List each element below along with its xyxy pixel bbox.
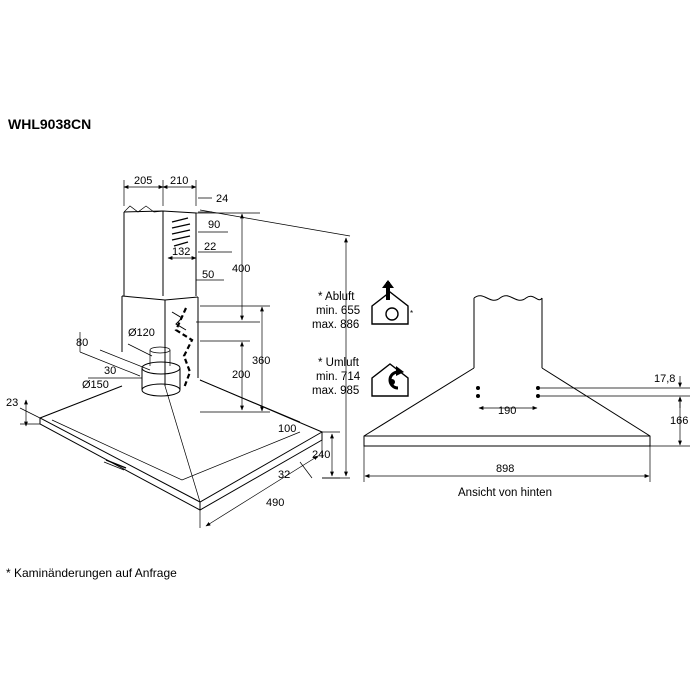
back-dimension-lines: [363, 376, 690, 482]
exhaust-mode-icon: *: [371, 280, 413, 325]
footnote: * Kaminänderungen auf Anfrage: [6, 566, 177, 580]
dim-166: 166: [670, 415, 688, 427]
dim-205: 205: [134, 175, 152, 187]
dim-400: 400: [232, 263, 250, 275]
recirculation-label: * Umluft: [318, 357, 360, 369]
recirculation-mode-icon: [371, 363, 409, 397]
dim-30: 30: [104, 365, 116, 377]
dim-23: 23: [6, 397, 18, 409]
exhaust-max: max. 886: [312, 319, 359, 331]
model-title: WHL9038CN: [8, 116, 92, 132]
exhaust-label: * Abluft: [318, 291, 355, 303]
dim-17-8: 17,8: [654, 373, 675, 385]
dim-120: Ø120: [128, 327, 155, 339]
dim-24: 24: [216, 193, 228, 205]
dim-898: 898: [496, 463, 514, 475]
dim-80: 80: [76, 337, 88, 349]
exhaust-min: min. 655: [316, 305, 360, 317]
dim-200: 200: [232, 369, 250, 381]
dim-90: 90: [208, 219, 220, 231]
cable-path: [174, 307, 194, 389]
recirculation-min: min. 714: [316, 371, 361, 383]
recirculation-max: max. 985: [312, 385, 359, 397]
back-view-label: Ansicht von hinten: [458, 487, 552, 499]
dim-100: 100: [278, 423, 296, 435]
dim-32: 32: [278, 469, 290, 481]
dim-240: 240: [312, 449, 330, 461]
svg-text:*: *: [410, 309, 413, 318]
hood-back-view: [363, 295, 651, 447]
dim-190: 190: [498, 405, 516, 417]
dim-132: 132: [172, 246, 190, 258]
front-dimension-lines: [19, 180, 351, 528]
dim-490: 490: [266, 497, 284, 509]
vent-grille: [171, 217, 191, 247]
dim-210: 210: [170, 175, 188, 187]
dim-50: 50: [202, 269, 214, 281]
dim-360: 360: [252, 355, 270, 367]
dim-150: Ø150: [82, 379, 109, 391]
dim-22: 22: [204, 241, 216, 253]
